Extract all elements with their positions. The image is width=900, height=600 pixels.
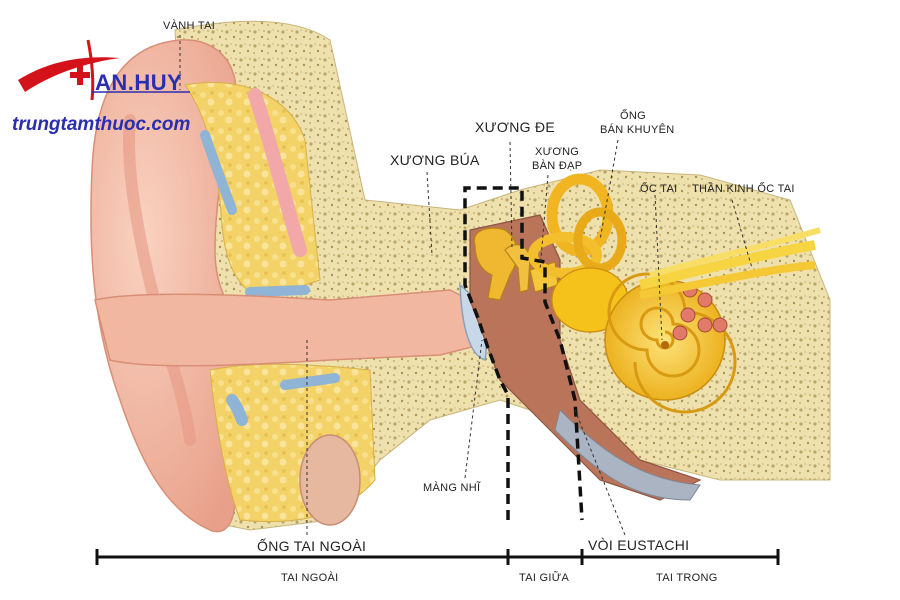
label-ong-tai-ngoai: ỐNG TAI NGOÀI (257, 538, 367, 554)
middle-ear-boundary (463, 186, 584, 521)
section-tai-giua: TAI GIỮA (519, 572, 570, 584)
label-vanh-tai: VÀNH TAI (163, 20, 216, 32)
cross-swoosh-logo (18, 39, 190, 101)
label-oc-tai: ỐC TAI (640, 183, 678, 195)
brand-logo-text: AN.HUY (95, 70, 183, 95)
site-url: trungtamthuoc.com (12, 114, 191, 135)
section-tai-trong: TAI TRONG (656, 572, 718, 584)
label-ong-ban-khuyen-1: ỐNG (620, 110, 646, 122)
label-xuong-bua: XƯƠNG BÚA (390, 152, 480, 168)
label-mang-nhi: MÀNG NHĨ (423, 482, 481, 494)
label-xuong-ban-dap-2: BÀN ĐẠP (532, 160, 583, 172)
ear-canal (94, 289, 481, 367)
label-voi-eustachi: VÒI EUSTACHI (588, 537, 690, 553)
label-than-kinh-oc-tai: THẦN KINH ỐC TAI (692, 183, 795, 195)
label-xuong-ban-dap-1: XƯƠNG (535, 146, 580, 158)
section-tai-ngoai: TAI NGOÀI (281, 572, 339, 584)
scale-bar (95, 549, 780, 565)
label-ong-ban-khuyen-2: BÁN KHUYÊN (600, 124, 675, 136)
leader-lines (179, 35, 753, 536)
label-xuong-de: XƯƠNG ĐE (475, 119, 556, 135)
